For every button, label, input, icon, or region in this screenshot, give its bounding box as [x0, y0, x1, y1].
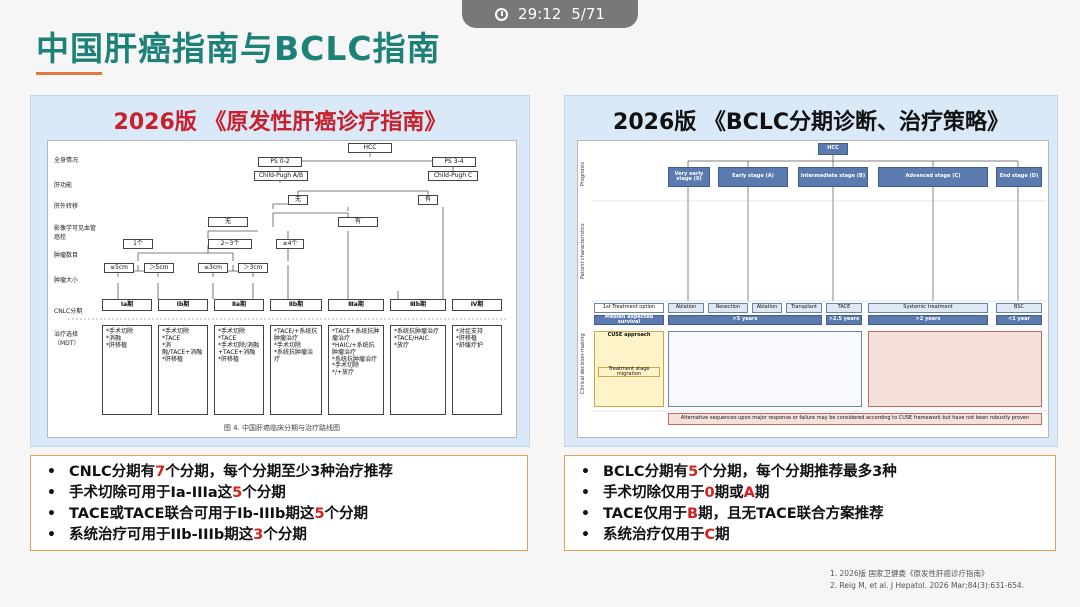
node-child-pugh-c: Child-Pugh C — [428, 171, 478, 181]
clock-icon — [495, 7, 509, 21]
treat-ablation-0: Ablation — [668, 303, 704, 313]
bclc-stage-b: Intermediate stage (B) — [798, 167, 868, 187]
stage-iib: Ⅱb期 — [270, 299, 322, 311]
side-label-clinical: Clinical decision-making — [580, 333, 586, 395]
survival-early: >5 years — [668, 315, 822, 325]
node-size-le5: ≤5cm — [104, 263, 134, 273]
survival-advanced: >2 years — [868, 315, 988, 325]
bclc-flowchart: Prognosis Patient characteristics Clinic… — [577, 140, 1049, 438]
treatment-iib: *TACE/+系统抗肿瘤治疗 *手术切除 *系统抗肿瘤治疗 — [270, 325, 322, 415]
node-no-vascular: 无 — [208, 217, 248, 227]
cuse-footer-note: Alternative sequences upon major respons… — [668, 413, 1042, 425]
treatment-stage-migration: Treatment stage migration — [598, 366, 660, 377]
stage-ia: Ⅰa期 — [102, 299, 152, 311]
stage-ib: Ⅰb期 — [158, 299, 208, 311]
node-vascular: 有 — [338, 217, 378, 227]
treatment-iiib: *系统抗肿瘤治疗 *TACE/HAIC *放疗 — [390, 325, 446, 415]
survival-label: Median expected survival — [594, 314, 664, 325]
row-label-tumor-number: 肿瘤数目 — [54, 252, 79, 259]
stage-iiia: Ⅲa期 — [328, 299, 384, 311]
stage-iv: Ⅳ期 — [452, 299, 502, 311]
left-bullet-4: 系统治疗可用于IIb-IIIb期这3个分期 — [45, 525, 517, 546]
row-label-tumor-size: 肿瘤大小 — [54, 277, 79, 284]
row-label-vascular: 影像学可见血管癌栓 — [54, 225, 97, 241]
node-ps34: PS 3-4 — [432, 157, 476, 167]
node-ps02: PS 0-2 — [258, 157, 302, 167]
node-hcc: HCC — [348, 143, 392, 153]
chinese-guideline-heading: 2026版 《原发性肝癌诊疗指南》 — [113, 110, 447, 135]
right-bullet-4: 系统治疗仅用于C期 — [579, 525, 1045, 546]
bclc-summary: BCLC分期有5个分期，每个分期推荐最多3种 手术切除仅用于0期或A期 TACE… — [564, 455, 1056, 551]
node-child-pugh-ab: Child-Pugh A/B — [254, 171, 308, 181]
treat-systemic: Systemic treatment — [868, 303, 988, 313]
left-bullet-2: 手术切除可用于Ia-IIIa这5个分期 — [45, 483, 517, 504]
row-label-performance: 全身情况 — [54, 157, 79, 164]
node-2-3-tumors: 2~3个 — [208, 239, 252, 249]
bclc-panel: 2026版 《BCLC分期诊断、治疗策略》 Prognosis Patient … — [564, 95, 1058, 447]
figure-caption: 图 4. 中国肝癌临床分期与治疗路线图 — [223, 424, 341, 432]
survival-intermediate: >2.5 years — [826, 315, 862, 325]
bclc-stage-a: Early stage (A) — [718, 167, 788, 187]
clinical-pathway-area — [668, 331, 862, 407]
elapsed-time: 29:12 — [518, 5, 562, 23]
bclc-heading: 2026版 《BCLC分期诊断、治疗策略》 — [613, 110, 1009, 135]
row-label-cnlc-stage: CNLC分期 — [54, 308, 83, 315]
systemic-lines-area — [868, 331, 1042, 407]
bclc-stage-c: Advanced stage (C) — [878, 167, 988, 187]
node-metastasis: 有 — [418, 195, 438, 205]
bclc-stage-0: Very early stage (0) — [668, 167, 710, 187]
slide-title: 中国肝癌指南与BCLC指南 — [36, 29, 441, 68]
treat-transplant: Transplant — [786, 303, 822, 313]
left-bullet-3: TACE或TACE联合可用于Ib-IIIb期这5个分期 — [45, 504, 517, 525]
treatment-iia: *手术切除 *TACE *手术切除/消融+TACE+消融 *肝移植 — [214, 325, 264, 415]
side-label-patient: Patient characteristics — [580, 223, 586, 279]
node-size-gt5: ＞5cm — [144, 263, 174, 273]
bclc-hcc: HCC — [818, 143, 848, 155]
player-status-bar[interactable]: 29:12 5/71 — [462, 0, 638, 28]
reference-2: 2. Reig M, et al. J Hepatol. 2026 Mar;84… — [830, 581, 1025, 590]
treatment-iiia: *TACE+系统抗肿瘤治疗 *HAIC/+系统抗肿瘤治疗 *系统抗肿瘤治疗 *手… — [328, 325, 384, 415]
node-1-tumor: 1个 — [123, 239, 153, 249]
treat-resection: Resection — [708, 303, 748, 313]
treat-tace: TACE — [826, 303, 862, 313]
node-size-le3: ≤3cm — [198, 263, 228, 273]
stage-iiib: Ⅲb期 — [390, 299, 446, 311]
treat-ablation-a: Ablation — [752, 303, 782, 313]
cnlc-flowchart: 全身情况 肝功能 肝外转移 影像学可见血管癌栓 肿瘤数目 肿瘤大小 CNLC分期… — [47, 140, 517, 438]
node-no-metastasis: 无 — [288, 195, 308, 205]
chinese-guideline-panel: 2026版 《原发性肝癌诊疗指南》 全身情况 肝功能 肝外转移 影像学可见血管癌… — [30, 95, 530, 447]
survival-end: <1 year — [996, 315, 1042, 325]
right-bullet-3: TACE仅用于B期，且无TACE联合方案推荐 — [579, 504, 1045, 525]
stage-iia: Ⅱa期 — [214, 299, 264, 311]
title-underline — [36, 72, 102, 75]
row-label-treatment: 治疗选择（MDT） — [54, 331, 80, 347]
side-label-prognosis: Prognosis — [580, 162, 586, 186]
references: 1. 2026版 国家卫健委《原发性肝癌诊疗指南》 2. Reig M, et … — [830, 568, 1024, 592]
row-label-liver-function: 肝功能 — [54, 182, 73, 189]
right-bullet-2: 手术切除仅用于0期或A期 — [579, 483, 1045, 504]
first-treatment-label: 1st Treatment option — [594, 303, 664, 313]
treatment-ib: *手术切除 *TACE *消融/TACE+消融 *肝移植 — [158, 325, 208, 415]
bclc-stage-d: End stage (D) — [996, 167, 1042, 187]
bclc-connectors — [592, 155, 1046, 412]
left-bullet-1: CNLC分期有7个分期，每个分期至少3种治疗推荐 — [45, 462, 517, 483]
treat-bsc: BSC — [996, 303, 1042, 313]
reference-1: 1. 2026版 国家卫健委《原发性肝癌诊疗指南》 — [830, 569, 989, 578]
treatment-iv: *对症支持 *肝移植 *舒缓疗护 — [452, 325, 502, 415]
treatment-ia: *手术切除 *消融 *肝移植 — [102, 325, 152, 415]
row-label-metastasis: 肝外转移 — [54, 203, 79, 210]
node-size-gt3: ＞3cm — [238, 263, 268, 273]
page-counter: 5/71 — [571, 5, 605, 23]
right-bullet-1: BCLC分期有5个分期，每个分期推荐最多3种 — [579, 462, 1045, 483]
node-4-plus-tumors: ≥4个 — [276, 239, 304, 249]
chinese-guideline-summary: CNLC分期有7个分期，每个分期至少3种治疗推荐 手术切除可用于Ia-IIIa这… — [30, 455, 528, 551]
